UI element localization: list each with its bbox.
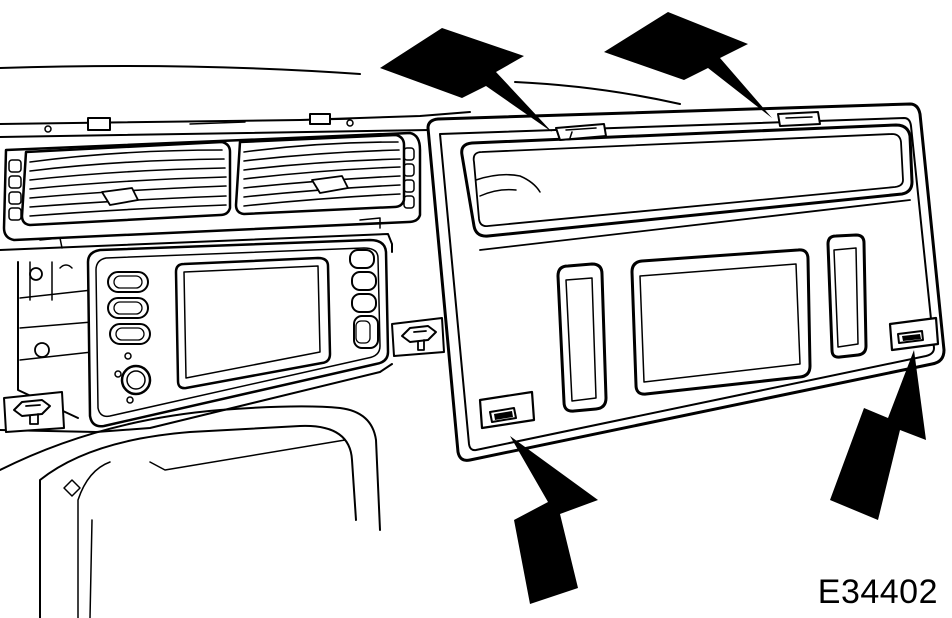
panel-display-aperture: [630, 248, 812, 396]
audio-display-unit: [86, 238, 390, 428]
upper-clip-right: [777, 111, 821, 127]
air-vent-right: [234, 133, 406, 216]
upper-clip-left: [555, 123, 607, 141]
centre-console: [0, 233, 393, 618]
arrow-icon-upper-right: [604, 12, 772, 118]
arrow-icon-upper-left: [380, 28, 552, 132]
panel-slot-left: [556, 262, 608, 413]
volume-knob: [114, 352, 152, 404]
mounting-clip-right: [391, 317, 445, 357]
side-grille-right: [403, 147, 415, 209]
trim-panel: [426, 102, 946, 462]
right-button-column: [349, 249, 379, 349]
lower-clip-right: [888, 316, 940, 352]
storage-opening: [460, 123, 914, 238]
mounting-clip-left: [3, 391, 65, 433]
figure-code: E34402: [817, 573, 938, 611]
display-screen: [174, 256, 332, 390]
arrow-icon-lower-left: [510, 436, 598, 604]
lower-clip-left: [478, 390, 536, 430]
arrow-icon-lower-right: [830, 350, 926, 520]
air-vent-assembly: [2, 131, 422, 249]
air-vent-left: [20, 140, 232, 227]
callout-arrows: [380, 12, 926, 604]
dashboard-top-outline: [0, 65, 681, 138]
side-grille-left: [8, 159, 22, 221]
left-button-column: [107, 271, 151, 345]
